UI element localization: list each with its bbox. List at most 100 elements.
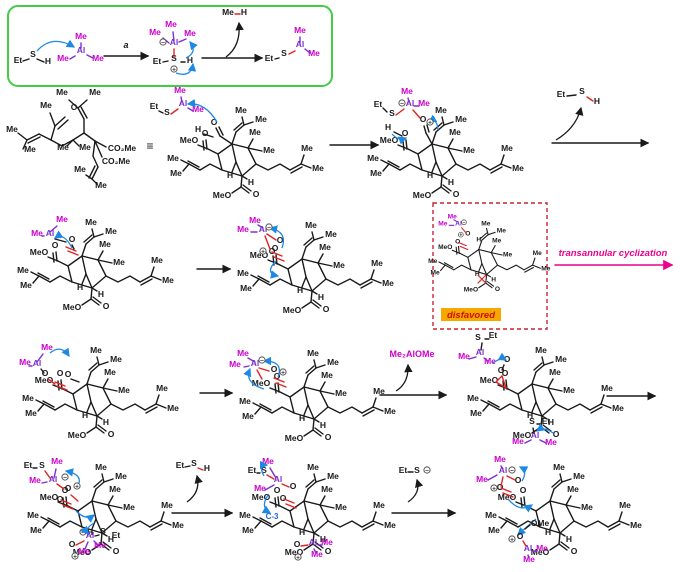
bond [66,139,74,147]
text-label: O [69,539,76,549]
charge-sign: − [425,467,429,474]
text-label: H [227,170,233,180]
text-label: MeO [68,430,87,440]
text-label: H [187,55,193,65]
bond [115,520,151,528]
bond [487,474,498,481]
text-label: Me [485,510,497,520]
bond [88,362,98,371]
bond [219,135,233,145]
bond [281,483,290,488]
bond [59,520,83,528]
text-label: S [30,49,36,59]
text-label: Me [172,520,184,530]
text-label: H [77,282,83,292]
text-label: Me [95,462,107,472]
text-label: O [571,546,578,556]
bond [565,504,581,509]
bond [269,278,293,286]
text-label: H [108,534,114,544]
curved-electron-arrow [268,225,285,249]
bond [91,543,102,551]
text-label: O [520,485,527,495]
bond [307,481,317,490]
bond [42,400,55,408]
bond [102,387,118,392]
bond [100,543,110,551]
text-label: ≡ [146,139,153,153]
bond [319,495,326,506]
bond [218,126,224,136]
text-label: Me [105,226,117,236]
bond [150,275,162,281]
text-label: Al [296,39,305,49]
bond [188,163,201,171]
text-label: Me [74,164,86,174]
bond [435,161,443,177]
bond [81,255,87,275]
bond [303,404,309,416]
bond [301,276,307,288]
bond [105,275,141,283]
text-label: OMe [531,518,550,528]
text-label: disfavored [447,310,495,321]
text-label: Et [399,465,408,475]
bond [42,520,50,529]
bond [440,175,443,188]
bond [70,494,79,502]
text-label: Me [321,537,333,547]
charge-icon [258,356,266,364]
bond [178,38,187,43]
bond [312,299,322,307]
bond [72,132,85,141]
text-label: Me [123,502,135,512]
bond [180,96,183,103]
text-label: Me [110,354,122,364]
bond [478,263,483,272]
bond [80,106,88,119]
bond [254,406,262,415]
bond [486,280,495,287]
bond [252,278,260,287]
charge-icon [461,219,467,226]
bond [487,400,500,408]
bond [273,377,285,383]
text-label: Me [523,554,535,564]
bond [607,520,620,528]
text-label: Me [75,31,87,41]
bond [60,499,72,505]
bond [81,243,87,257]
bond [301,301,312,309]
bond [315,364,326,369]
bond [533,362,543,371]
text-label: Et [112,530,121,540]
text-label: Me [327,471,339,481]
bond [172,31,175,42]
bond [17,132,28,141]
text-label: O [497,482,504,492]
bond [549,543,560,551]
bond [478,248,483,265]
bond [101,473,105,483]
bond [285,503,297,509]
bond [277,496,280,507]
bond [241,116,245,126]
text-label: Me [308,48,320,58]
text-label: Me [174,85,186,95]
bond [37,272,50,280]
bond [184,465,191,468]
bond [555,403,591,411]
bond [304,48,311,54]
bond [92,296,102,304]
text-label: Me [503,252,513,259]
text-label: H [545,527,551,537]
charge-icon [279,368,287,376]
bond [37,403,45,412]
text-label: S [164,107,170,117]
bond [561,478,572,483]
text-label: Me [167,153,179,163]
